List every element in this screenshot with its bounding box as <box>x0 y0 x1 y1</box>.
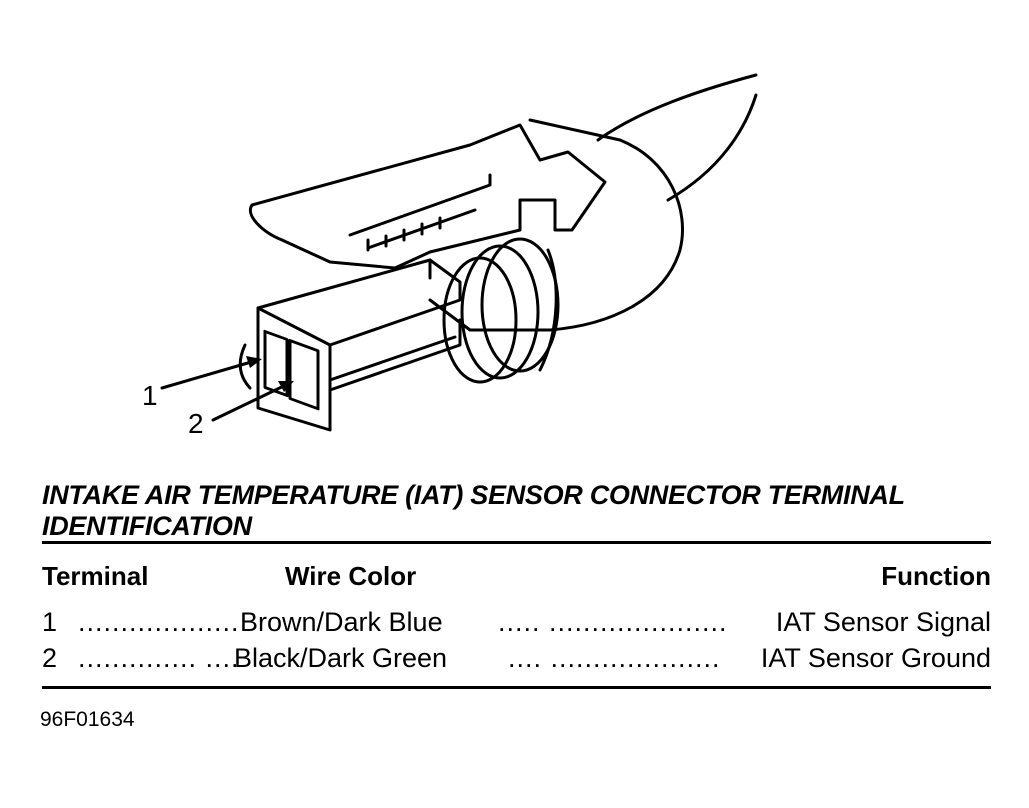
iat-connector-illustration <box>160 73 758 432</box>
row-leader-dots: .............. .... <box>78 643 240 673</box>
terminal-cavity-1 <box>263 329 289 398</box>
row-leader-dots: ................... <box>78 607 240 637</box>
terminal-block <box>256 258 462 432</box>
row-leader-dots: ..... ..................... <box>498 607 728 637</box>
wire-upper <box>596 73 758 142</box>
header-wire-color: Wire Color <box>285 561 417 591</box>
row-terminal: 2 <box>42 643 58 673</box>
header-terminal: Terminal <box>42 561 149 591</box>
row-wire-color: Black/Dark Green <box>234 643 448 673</box>
row-wire-color: Brown/Dark Blue <box>240 607 443 637</box>
callout-arrow-2 <box>211 381 292 422</box>
connector-housing <box>428 118 684 332</box>
terminal-cavity-2 <box>288 338 320 411</box>
table-rule-top <box>42 541 991 544</box>
coil-rib <box>442 256 518 384</box>
callout-label-2: 2 <box>188 408 204 439</box>
row-function: IAT Sensor Ground <box>760 643 991 673</box>
callout-arrow-1 <box>160 358 260 390</box>
callout-label-1: 1 <box>142 380 158 411</box>
table-title: INTAKE AIR TEMPERATURE (IAT) SENSOR CONN… <box>42 480 905 541</box>
row-function: IAT Sensor Signal <box>775 607 991 637</box>
wire-lower <box>666 93 758 202</box>
table-rule-bottom <box>42 686 991 689</box>
figure-code: 96F01634 <box>40 708 135 731</box>
locking-tab <box>248 123 607 270</box>
row-leader-dots: .... .................... <box>508 643 721 673</box>
header-function: Function <box>881 561 991 591</box>
row-terminal: 1 <box>42 607 58 637</box>
